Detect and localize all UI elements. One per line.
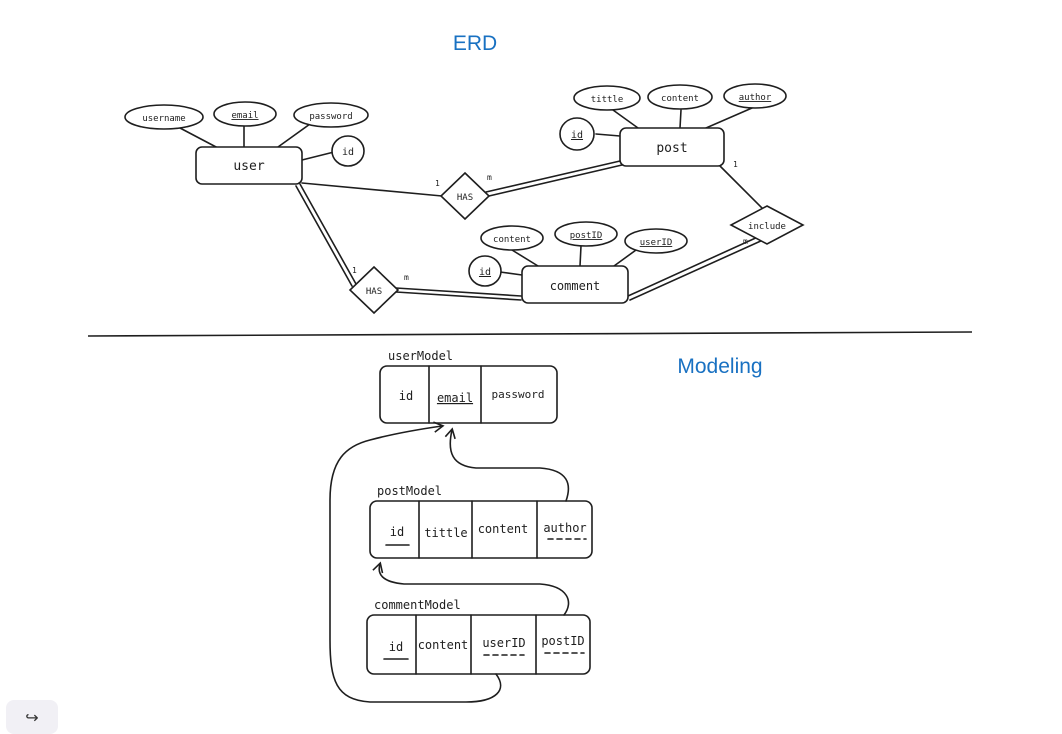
svg-text:include: include (748, 222, 786, 232)
entity-user-label: user (233, 159, 264, 174)
relationship-user-post[interactable]: HAS (439, 171, 491, 221)
attr-post-id[interactable]: id (559, 117, 595, 151)
svg-text:author: author (739, 93, 772, 103)
svg-text:HAS: HAS (457, 193, 473, 203)
user-model-field: email (437, 391, 473, 405)
attr-comment-userid[interactable]: userID (624, 228, 688, 254)
foreign-key-arrows (329, 421, 570, 703)
cardinality-labels: 1 m 1 m 1 m (352, 160, 748, 282)
attr-post-content[interactable]: content (647, 84, 713, 110)
svg-text:email: email (231, 111, 258, 121)
entity-comment[interactable]: comment (521, 265, 629, 304)
post-model-field: id (390, 525, 404, 539)
svg-text:content: content (661, 94, 699, 104)
arrow-comment-postid-to-post-id (372, 561, 570, 616)
redo-icon: ↪ (25, 707, 39, 727)
user-model-field: password (492, 388, 545, 401)
comment-model-field: content (418, 638, 469, 652)
entity-user[interactable]: user (195, 146, 303, 185)
section-divider (87, 331, 973, 337)
attr-user-username[interactable]: username (124, 104, 204, 130)
redo-button[interactable]: ↪ (6, 700, 58, 734)
post-model[interactable]: postModel id tittle content author (369, 484, 593, 559)
svg-text:username: username (142, 114, 185, 124)
modeling-title: Modeling (677, 355, 762, 378)
svg-text:password: password (309, 112, 352, 122)
arrow-post-author-to-user-email (444, 427, 570, 502)
attr-comment-content[interactable]: content (480, 225, 544, 251)
user-model-field: id (399, 389, 413, 403)
attr-user-id[interactable]: id (331, 135, 365, 167)
attr-user-password[interactable]: password (293, 102, 369, 128)
comment-model-field: userID (482, 636, 525, 650)
svg-text:content: content (493, 235, 531, 245)
comment-model[interactable]: commentModel id content userID postID (366, 598, 591, 675)
svg-text:id: id (571, 130, 583, 141)
entity-comment-label: comment (550, 279, 601, 293)
cardinality-user-post-m: m (487, 173, 492, 182)
svg-text:id: id (342, 147, 354, 158)
attr-comment-id[interactable]: id (468, 255, 502, 287)
relationship-post-comment[interactable]: include (729, 205, 805, 245)
comment-model-field: id (389, 640, 403, 654)
attr-user-email[interactable]: email (213, 101, 277, 127)
svg-text:userID: userID (640, 238, 673, 248)
entity-post[interactable]: post (619, 127, 725, 167)
attr-comment-postid[interactable]: postID (554, 221, 618, 247)
comment-model-field: postID (541, 634, 584, 648)
cardinality-user-comment-m: m (404, 273, 409, 282)
post-model-field: author (543, 521, 586, 535)
svg-text:tittle: tittle (591, 95, 624, 105)
user-model[interactable]: userModel id email password (379, 349, 558, 424)
cardinality-user-comment-1: 1 (352, 266, 357, 275)
erd-title: ERD (453, 32, 497, 55)
cardinality-post-comment-1: 1 (733, 160, 738, 169)
post-model-field: tittle (424, 526, 467, 540)
cardinality-post-comment-m: m (743, 237, 748, 246)
svg-text:id: id (479, 267, 491, 278)
comment-model-name: commentModel (374, 598, 461, 612)
entity-post-label: post (656, 141, 687, 156)
cardinality-user-post-1: 1 (435, 179, 440, 188)
post-model-field: content (478, 522, 529, 536)
erd-connectors (179, 107, 767, 301)
post-model-name: postModel (377, 484, 442, 498)
svg-text:HAS: HAS (366, 287, 382, 297)
attr-post-author[interactable]: author (723, 83, 787, 109)
user-model-name: userModel (388, 349, 453, 363)
attr-post-tittle[interactable]: tittle (573, 85, 641, 111)
svg-text:postID: postID (570, 231, 603, 241)
relationship-user-comment[interactable]: HAS (348, 265, 400, 315)
arrow-comment-userid-to-user-email (329, 421, 502, 703)
